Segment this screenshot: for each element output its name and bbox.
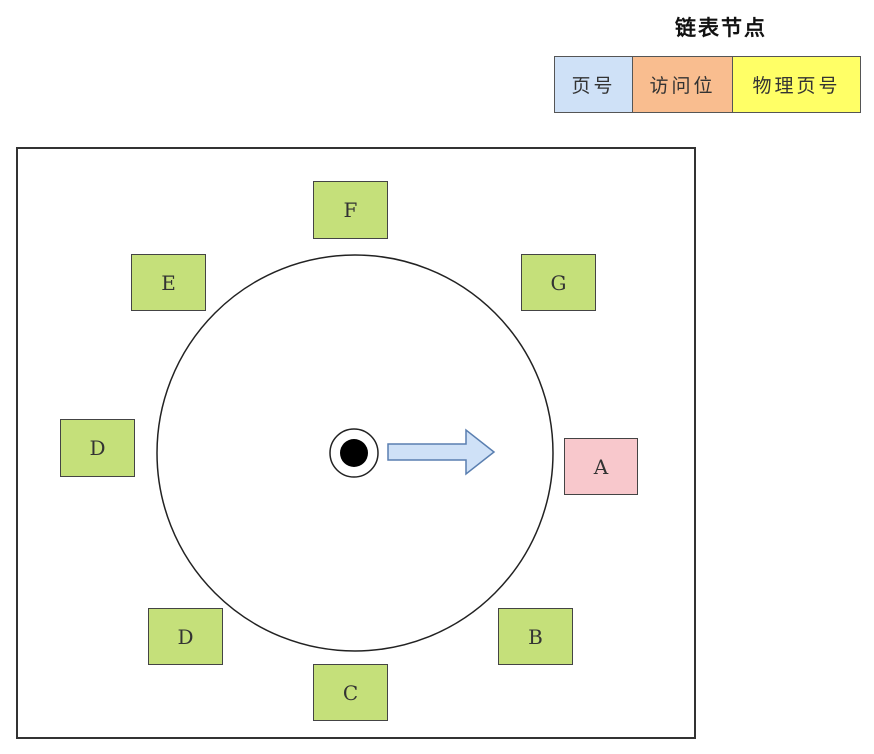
linked-list-node-legend: 页号 访问位 物理页号 xyxy=(554,56,861,113)
page-node-label: D xyxy=(89,436,106,460)
page-node-label: C xyxy=(342,680,359,705)
page-node-label: A xyxy=(593,454,609,479)
legend-cell-physical-page-number: 物理页号 xyxy=(732,57,860,112)
legend-cell-page-number: 页号 xyxy=(555,57,632,112)
page-node-d-left: D xyxy=(60,419,135,477)
page-node-g: G xyxy=(521,254,596,311)
diagram-frame xyxy=(16,147,696,739)
page-node-e: E xyxy=(131,254,206,311)
clock-pointer-arrow xyxy=(387,428,496,476)
hub-center xyxy=(340,439,368,467)
page-node-label: B xyxy=(528,624,543,649)
page-node-b: B xyxy=(498,608,573,665)
page-node-c: C xyxy=(313,664,388,721)
legend-title: 链表节点 xyxy=(675,15,767,40)
page-node-label: E xyxy=(161,270,176,295)
page-node-f: F xyxy=(313,181,388,239)
legend-cell-access-bit: 访问位 xyxy=(632,57,732,112)
page-node-a-current: A xyxy=(564,438,638,495)
page-node-d-lower: D xyxy=(148,608,223,665)
page-node-label: D xyxy=(177,624,194,649)
page-node-label: G xyxy=(550,270,567,295)
page-node-label: F xyxy=(343,198,358,222)
